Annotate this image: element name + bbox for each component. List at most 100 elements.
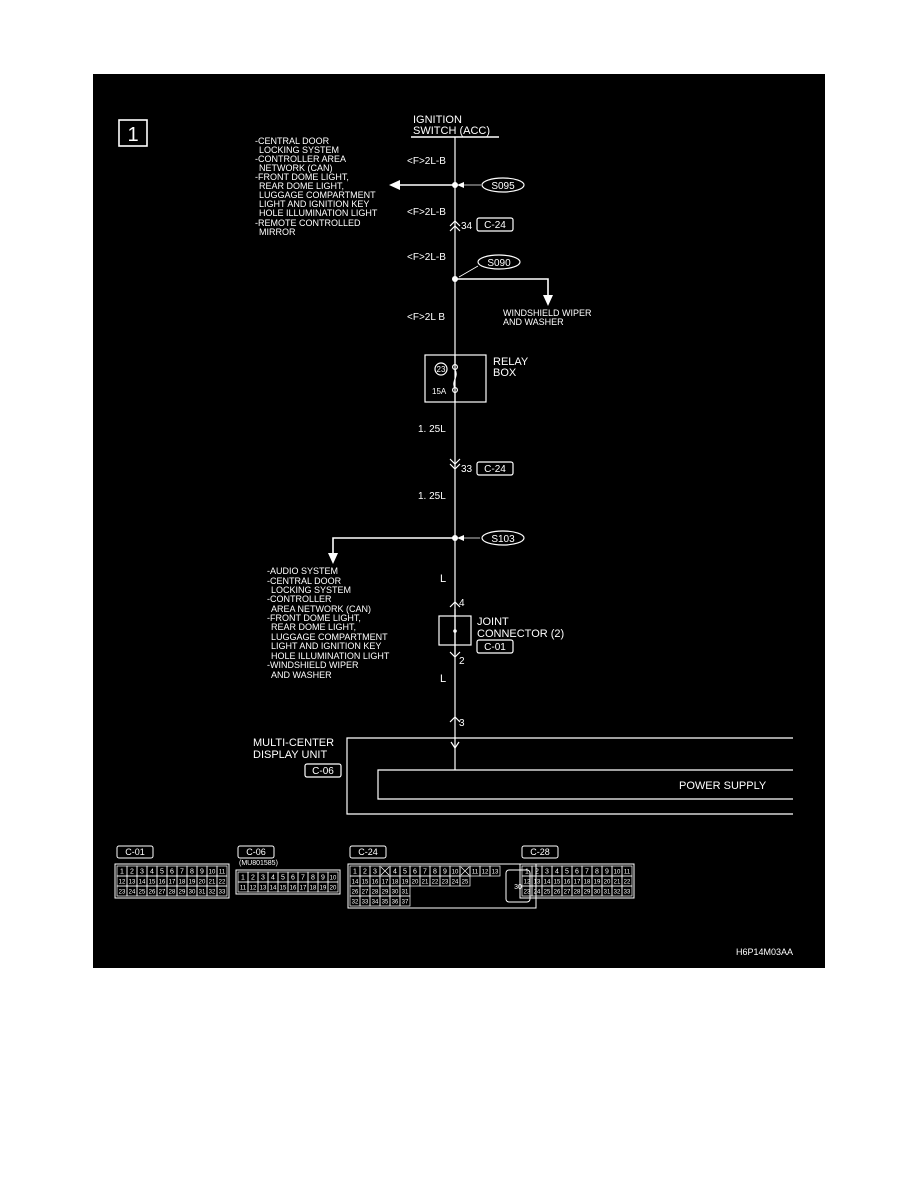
connector-face-pin: 31 [196,885,208,897]
branch-top-left-item: -REMOTE CONTROLLED [255,218,361,228]
connector-face-title-badge [349,845,387,859]
svg-text:14: 14 [544,880,551,886]
wire-label-7: L [440,573,446,585]
relay-box-label-1: RELAY [493,356,529,368]
connector-c01-label: C-01 [484,642,506,653]
connector-face-pin: 8 [186,865,198,877]
svg-text:2: 2 [363,869,367,876]
svg-text:25: 25 [462,880,469,886]
connector-face-pin: 13 [489,865,501,877]
figure-number-box [118,119,148,147]
svg-text:32: 32 [352,900,359,906]
svg-text:22: 22 [432,880,439,886]
splice-s103-badge [481,530,525,546]
connector-face-block-pin: 30 [514,884,522,891]
connector-c24-label-top: C-24 [484,220,506,231]
svg-text:4: 4 [393,869,397,876]
svg-text:23: 23 [442,880,449,886]
svg-text:31: 31 [402,890,409,896]
branch-bottom-left-item: -CENTRAL DOOR [267,576,342,586]
fuse-element [453,369,457,389]
svg-text:16: 16 [159,880,166,886]
svg-text:9: 9 [605,869,609,876]
svg-text:3: 3 [140,869,144,876]
svg-text:34: 34 [372,900,379,906]
svg-text:20: 20 [330,886,337,892]
ignition-switch-label-1: IGNITION [413,114,462,126]
connector-face-pin: 16 [369,875,381,887]
svg-text:18: 18 [179,880,186,886]
connector-face-pin: 2 [247,871,259,883]
svg-text:4: 4 [150,869,154,876]
branch-right-item: WINDSHIELD WIPER [503,308,592,318]
connector-face-pin: 24 [449,875,461,887]
svg-text:31: 31 [199,890,206,896]
connector-face-pin: 32 [611,885,623,897]
joint-connector-mark-top [449,601,461,608]
connector-face-pin: 7 [176,865,188,877]
connector-face-title: C-28 [530,847,550,857]
branch-bottom-left-item: -CONTROLLER [267,594,332,604]
connector-face-title-badge [116,845,154,859]
svg-text:17: 17 [300,886,307,892]
connector-face-pin: 3 [136,865,148,877]
connector-face-title: C-01 [125,847,145,857]
branch-wire-bottom-left [332,537,455,554]
connector-face-pin: 9 [601,865,613,877]
connector-face-title: C-06 [246,847,266,857]
svg-text:31: 31 [604,890,611,896]
branch-wire-right [455,278,549,296]
connector-face-pin: 29 [176,885,188,897]
svg-text:6: 6 [170,869,174,876]
branch-bottom-left-item: LOCKING SYSTEM [271,585,351,595]
wiring-diagram: 1 IGNITION SWITCH (ACC) <F>2L-B <F>2L-B … [93,74,825,968]
svg-text:6: 6 [291,875,295,882]
display-unit-label-2: DISPLAY UNIT [253,749,327,761]
svg-text:19: 19 [189,880,196,886]
connector-face-pin: 23 [116,885,128,897]
connector-face-pin: 12 [247,881,259,893]
svg-text:9: 9 [443,869,447,876]
connector-face-title: C-24 [358,847,378,857]
svg-text:5: 5 [565,869,569,876]
connector-face-pin: 28 [571,885,583,897]
connector-face-pin: 27 [359,885,371,897]
splice-s090-leader [458,265,479,278]
svg-text:5: 5 [160,869,164,876]
svg-text:7: 7 [585,869,589,876]
connector-face-pin: 27 [561,885,573,897]
svg-text:15: 15 [149,880,156,886]
display-unit-terminal [450,741,460,750]
connector-face-pin: 21 [419,875,431,887]
connector-face-pin: 14 [136,875,148,887]
connector-face-pin: 4 [267,871,279,883]
svg-text:27: 27 [362,890,369,896]
connector-face-pin: 30 [389,885,401,897]
connector-face-pin: 4 [389,865,401,877]
connector-face-pin [379,865,391,877]
svg-text:13: 13 [534,880,541,886]
svg-text:15: 15 [554,880,561,886]
svg-text:15: 15 [280,886,287,892]
pin-2: 2 [459,656,465,667]
connector-face-pin: 26 [146,885,158,897]
svg-text:25: 25 [139,890,146,896]
connector-face-pin: 18 [389,875,401,887]
svg-text:28: 28 [574,890,581,896]
connector-c24-mark-bottom [449,458,461,470]
splice-s095-badge [481,177,525,193]
connector-face-pin: 8 [307,871,319,883]
svg-text:32: 32 [614,890,621,896]
connector-face-pin: 3 [257,871,269,883]
connector-face-pin: 25 [459,875,471,887]
svg-text:19: 19 [402,880,409,886]
connector-face-pin: 33 [359,895,371,907]
svg-text:37: 37 [402,900,409,906]
svg-text:16: 16 [372,880,379,886]
pin-33: 33 [461,464,473,475]
svg-text:4: 4 [555,869,559,876]
branch-top-left-item: LOCKING SYSTEM [259,145,339,155]
connector-face-pin: 33 [216,885,228,897]
svg-text:10: 10 [452,870,459,876]
connector-c24-label-bottom: C-24 [484,464,506,475]
